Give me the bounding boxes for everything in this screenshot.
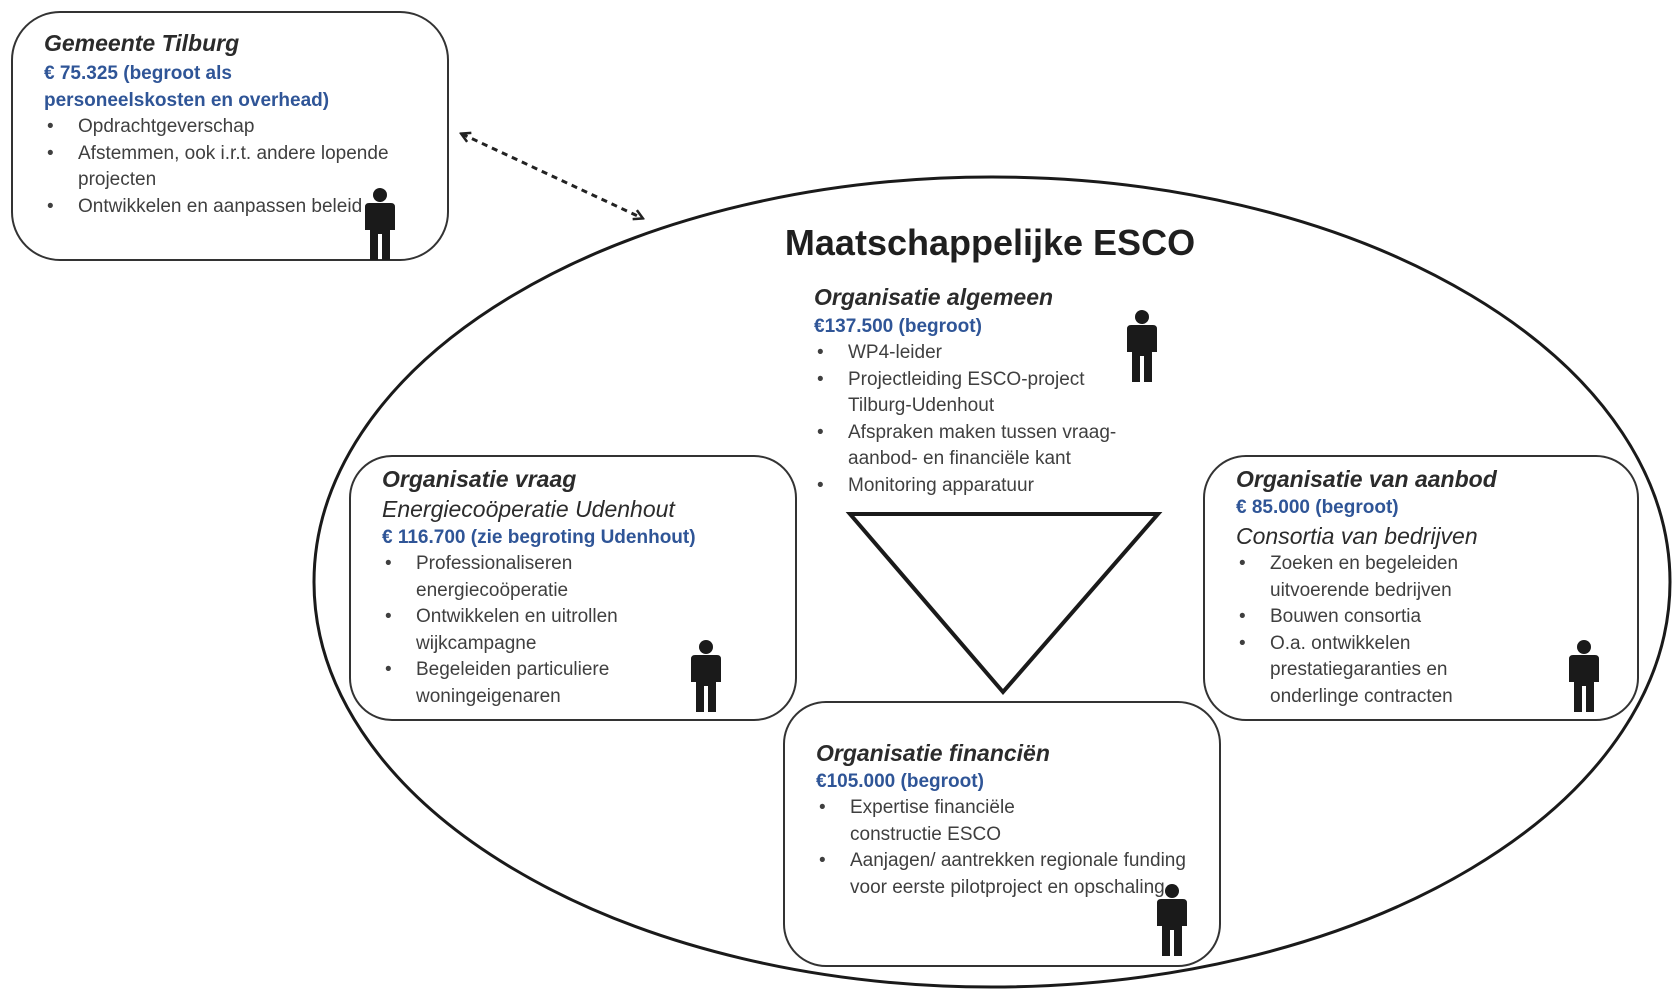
list-item: Afspraken maken tussen vraag-aanbod- en … — [814, 420, 1148, 473]
gemeente-bullets: Opdrachtgeverschap Afstemmen, ook i.r.t.… — [44, 114, 394, 220]
list-item: Zoeken en begeleiden uitvoerende bedrijv… — [1236, 551, 1520, 604]
triangle-shape — [845, 512, 1163, 696]
person-icon — [691, 640, 721, 712]
algemeen-bullets: WP4-leider Projectleiding ESCO-project T… — [814, 340, 1164, 499]
list-item: Begeleiden particuliere woningeigenaren — [382, 657, 676, 710]
esco-ellipse — [312, 175, 1672, 989]
list-item: Expertise financiële constructie ESCO — [816, 795, 1070, 848]
vraag-budget: € 116.700 (zie begroting Udenhout) — [382, 527, 696, 548]
vraag-content: Organisatie vraag Energiecoöperatie Uden… — [382, 464, 782, 710]
vraag-bullets: Professionaliseren energiecoöperatie Ont… — [382, 551, 682, 710]
vraag-subtitle: Energiecoöperatie Udenhout — [382, 496, 675, 522]
person-icon — [1569, 640, 1599, 712]
list-item: Ontwikkelen en aanpassen beleid — [44, 194, 368, 221]
list-item: Afstemmen, ook i.r.t. andere lopende pro… — [44, 141, 394, 194]
aanbod-content: Organisatie van aanbod € 85.000 (begroot… — [1236, 464, 1636, 710]
list-item: WP4-leider — [814, 340, 1164, 367]
list-item: Professionaliseren energiecoöperatie — [382, 551, 616, 604]
list-item: Ontwikkelen en uitrollen wijkcampagne — [382, 604, 676, 657]
list-item: Bouwen consortia — [1236, 604, 1536, 631]
gemeente-content: Gemeente Tilburg € 75.325 (begroot als p… — [44, 28, 404, 220]
person-icon — [365, 188, 395, 260]
list-item: Projectleiding ESCO-project Tilburg-Uden… — [814, 367, 1113, 420]
vraag-title: Organisatie vraag — [382, 466, 577, 492]
algemeen-title: Organisatie algemeen — [814, 284, 1054, 310]
aanbod-subtitle: Consortia van bedrijven — [1236, 523, 1478, 549]
gemeente-budget: € 75.325 (begroot als personeelskosten e… — [44, 63, 330, 111]
financien-title: Organisatie financiën — [816, 740, 1050, 766]
algemeen-budget: €137.500 (begroot) — [814, 316, 982, 337]
financien-content: Organisatie financiën €105.000 (begroot)… — [816, 738, 1196, 901]
list-item: Monitoring apparatuur — [814, 473, 1164, 500]
list-item: O.a. ontwikkelen prestatiegaranties en o… — [1236, 631, 1515, 711]
esco-title: Maatschappelijke ESCO — [784, 222, 1196, 263]
person-icon — [1157, 884, 1187, 956]
aanbod-bullets: Zoeken en begeleiden uitvoerende bedrijv… — [1236, 551, 1536, 710]
list-item: Opdrachtgeverschap — [44, 114, 394, 141]
list-item: Aanjagen/ aantrekken regionale funding v… — [816, 848, 1210, 901]
aanbod-title: Organisatie van aanbod — [1236, 466, 1497, 492]
person-icon — [1127, 310, 1157, 382]
algemeen-content: Organisatie algemeen €137.500 (begroot) … — [814, 282, 1174, 499]
financien-budget: €105.000 (begroot) — [816, 771, 984, 792]
financien-bullets: Expertise financiële constructie ESCO Aa… — [816, 795, 1196, 901]
dashed-double-arrow — [462, 134, 642, 218]
aanbod-budget: € 85.000 (begroot) — [1236, 497, 1399, 518]
gemeente-title: Gemeente Tilburg — [44, 30, 240, 56]
